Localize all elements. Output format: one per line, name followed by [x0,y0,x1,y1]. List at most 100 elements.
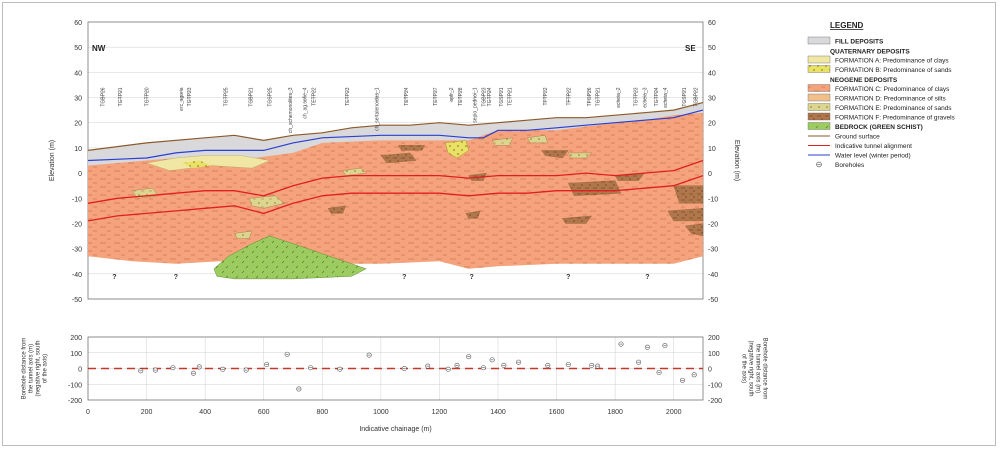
offset-y-axis-label-left: Borehole distance fromthe tunnel axis (m… [22,338,49,400]
profile-y-tick-left: 60 [74,20,82,27]
offset-y-tick-left: -100 [68,382,82,389]
formation-e-lens [568,152,593,159]
profile-y-tick-right: 10 [708,146,716,153]
borehole-point [366,352,372,358]
profile-y-tick-right: -20 [708,221,718,228]
borehole-point [170,365,176,371]
borehole-point [454,362,460,368]
borehole-label: ch_sertalenoidas_1 [374,87,380,131]
formation-e-lens [491,137,513,146]
borehole-label: TGTP21 [596,87,602,106]
borehole-point [264,362,270,368]
formation-f-lens [667,208,704,222]
profile-y-axis-label-right: Elevation (m) [733,140,740,181]
borehole-label: TGBP21 [249,87,255,106]
profile-y-tick-right: 60 [708,20,716,27]
borehole-label: opfr_2 [449,87,455,101]
figure-frame [2,2,996,446]
formation-e-lens [342,167,367,176]
offset-y-tick-left: 100 [70,351,82,358]
borehole-label: TGTP20 [145,87,151,106]
offset-y-tick-right: -100 [708,382,722,389]
legend-swatch-form_c [807,84,831,92]
offset-x-tick: 1800 [607,409,623,416]
borehole-label: TETP27 [433,87,439,106]
offset-y-tick-right: 200 [708,335,720,342]
fill-deposits-body [88,102,703,166]
legend-label: FORMATION A: Predominance of clays [835,58,949,65]
legend-label: Boreholes [835,162,865,169]
borehole-label: TETP23 [345,87,351,106]
formation-f-lens [465,210,481,219]
offset-y-tick-right: -200 [708,398,722,405]
direction-label-nw: NW [92,44,106,53]
bedrock-body [213,235,367,280]
borehole-point [243,367,249,373]
offset-x-tick: 1200 [432,409,448,416]
legend-label: BEDROCK (GREEN SCHIST) [835,124,923,131]
formation-f-lens [541,150,569,159]
profile-y-tick-left: -30 [72,247,82,254]
formation-f-lens [568,180,622,196]
profile-y-tick-right: -10 [708,196,718,203]
offset-x-axis-label: Indicative chainage (m) [359,426,431,433]
borehole-point [401,365,407,371]
legend-swatch-form_e [807,103,831,111]
borehole-label: TGBP26 [101,87,107,106]
borehole-point [618,341,624,347]
formation-f-lens [327,205,346,214]
borehole-point [662,343,668,349]
profile-y-tick-right: 30 [708,96,716,103]
borehole-label: TGTP24 [654,87,660,106]
borehole-point [489,357,495,363]
legend-title: LEGEND [830,21,864,30]
offset-x-tick: 800 [316,409,328,416]
offset-y-tick-right: 0 [708,367,712,374]
profile-y-tick-left: 0 [78,171,82,178]
formation-e-lens [248,195,285,209]
unknown-depth-marker: ? [645,274,649,281]
offset-x-tick: 600 [258,409,270,416]
legend-label: Ground surface [835,134,880,141]
borehole-point [308,365,314,371]
offset-y-tick-left: 0 [78,367,82,374]
legend-swatch-form_a [807,55,831,64]
profile-y-tick-left: 10 [74,146,82,153]
borehole-label: echeia_2 [616,87,622,108]
offset-y-tick-right: 100 [708,351,720,358]
legend-label: Water level (winter period) [835,153,911,160]
profile-y-tick-left: 20 [74,121,82,128]
legend-label: FILL DEPOSITS [835,39,884,46]
offset-x-tick: 2000 [666,409,682,416]
legend-section-header: QUATERNARY DEPOSITS [830,49,910,56]
profile-y-tick-left: 50 [74,45,82,52]
borehole-label: TGBP22 [694,87,700,106]
legend-swatch-form_b [807,65,831,73]
formation-f-lens [380,152,417,164]
formation-f-lens [673,185,704,204]
borehole-point [337,366,343,372]
borehole-point [515,359,521,365]
borehole-label: echeia_4 [663,87,669,108]
legend-swatch-form_f [807,112,831,121]
profile-y-tick-left: -50 [72,297,82,304]
profile-y-tick-left: -10 [72,196,82,203]
legend-swatch-bedrock [807,122,831,130]
borehole-point [138,368,144,374]
borehole-point [595,363,601,369]
borehole-point [190,370,196,376]
borehole-point [565,362,571,368]
borehole-label: ch_ag.sofie_4 [303,87,309,118]
offset-x-tick: 1600 [549,409,565,416]
profile-y-tick-left: 30 [74,96,82,103]
offset-x-tick: 200 [141,409,153,416]
borehole-label: TFTP22 [566,87,572,105]
formation-f-lens [685,223,704,237]
borehole-point [445,366,451,372]
ground-surface-line [87,102,704,151]
offset-x-tick: 0 [86,409,90,416]
borehole-point [636,359,642,365]
borehole-label: TGTP25 [224,87,230,106]
